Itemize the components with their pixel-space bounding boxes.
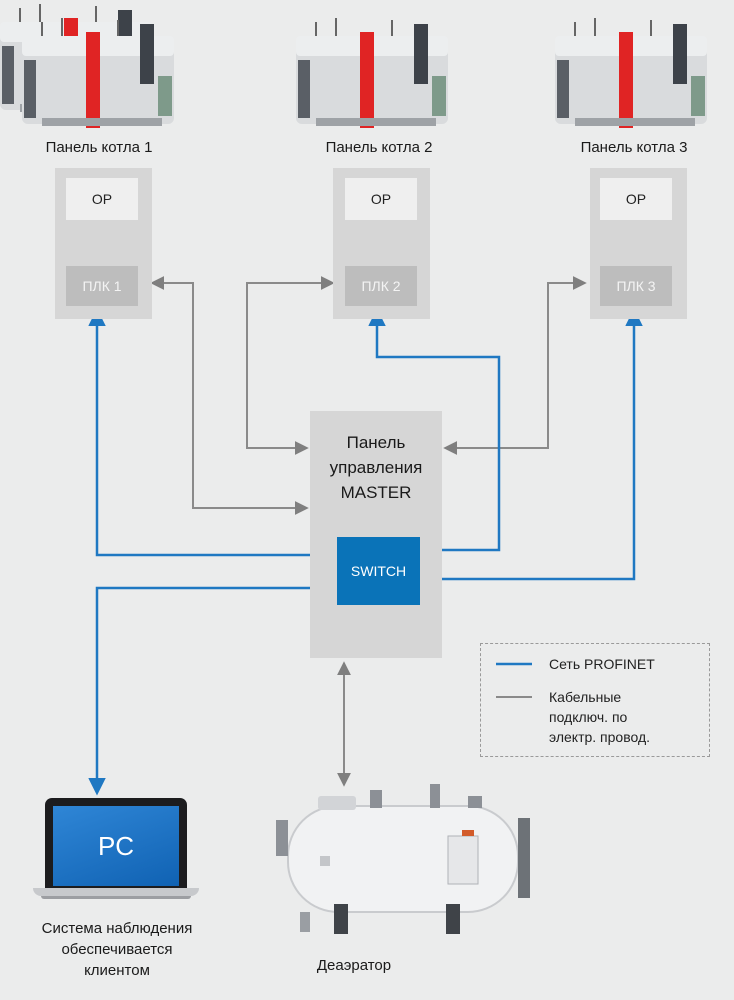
pc-screen-label: PC — [97, 830, 135, 861]
master-title-line-1: Панель — [346, 433, 406, 452]
master-panel — [310, 411, 442, 658]
plc-2: ПЛК 2 — [345, 266, 417, 306]
boiler-panel-caption-1: Панель котла 1 — [45, 139, 153, 156]
cable-legend-label: Кабельные подключ. по электр. провод. — [549, 687, 650, 747]
master-title-line-3: MASTER — [340, 483, 412, 502]
operator-panel-3: OP — [600, 178, 672, 220]
profinet-link-plc1 — [88, 308, 337, 564]
master-title-line-2: управления — [329, 458, 423, 477]
laptop-icon: PC — [33, 798, 199, 902]
plc-1: ПЛК 1 — [66, 266, 138, 306]
legend-box — [480, 643, 710, 757]
laptop-base-shadow — [41, 896, 191, 899]
profinet-link-pc — [88, 579, 337, 796]
boiler-panel-caption-3: Панель котла 3 — [580, 139, 688, 156]
pc-caption-line-1: Система наблюдения — [41, 920, 193, 937]
laptop-base — [33, 888, 199, 896]
pc-caption-line-3: клиентом — [84, 962, 150, 979]
network-switch: SWITCH — [337, 537, 420, 605]
operator-panel-1: OP — [66, 178, 138, 220]
cable-legend-line-1: Кабельные — [549, 689, 622, 705]
operator-panel-2: OP — [345, 178, 417, 220]
plc-3: ПЛК 3 — [600, 266, 672, 306]
cable-legend-line-3: электр. провод. — [549, 729, 651, 745]
cable-legend-line-2: подключ. по — [549, 709, 628, 725]
laptop-screen: PC — [53, 806, 179, 886]
master-panel-title: Панель управления MASTER — [310, 430, 442, 505]
deaerator-caption: Деаэратор — [316, 957, 392, 974]
pc-caption-line-2: обеспечивается — [61, 941, 173, 958]
pc-caption: Система наблюдения обеспечивается клиент… — [17, 918, 217, 981]
boiler-panel-caption-2: Панель котла 2 — [325, 139, 433, 156]
profinet-link-plc3 — [420, 308, 643, 588]
profinet-legend-label: Сеть PROFINET — [549, 656, 655, 672]
